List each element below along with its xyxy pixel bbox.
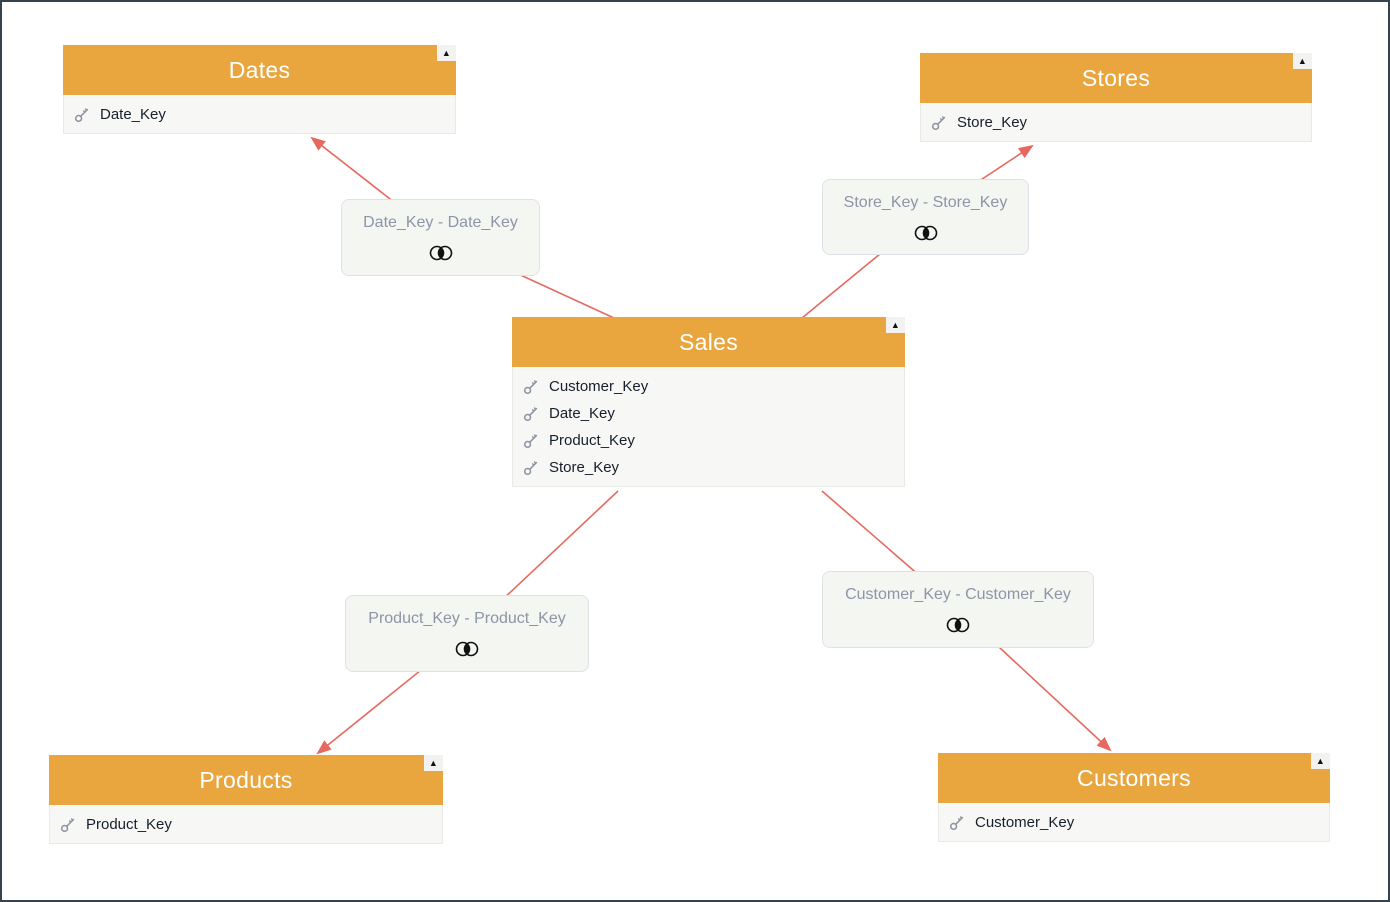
collapse-triangle-button[interactable]: ▲ [437,45,456,61]
field-name: Customer_Key [975,814,1075,831]
table-title: Products [199,766,293,793]
table-body: Store_Key [920,103,1312,142]
inner-join-venn-icon [823,615,1093,640]
table-header[interactable]: Sales ▲ [512,317,905,367]
field-name: Product_Key [549,432,635,449]
field-row[interactable]: Customer_Key [513,373,904,400]
relationship-label: Date_Key - Date_Key [363,214,518,231]
table-header[interactable]: Customers ▲ [938,753,1330,803]
key-icon [523,433,538,448]
key-icon [931,115,946,130]
relationship-card-customer-key[interactable]: Customer_Key - Customer_Key [822,571,1094,648]
inner-join-venn-icon [823,223,1028,248]
field-name: Store_Key [957,114,1028,131]
collapse-triangle-button[interactable]: ▲ [886,317,905,333]
key-icon [74,107,89,122]
field-name: Product_Key [86,816,172,833]
table-body: Customer_Key Date_Key Product_Key [512,367,905,487]
field-row[interactable]: Product_Key [50,811,442,838]
field-name: Store_Key [549,459,620,476]
relationship-card-store-key[interactable]: Store_Key - Store_Key [822,179,1029,255]
collapse-triangle-button[interactable]: ▲ [1293,53,1312,69]
field-name: Customer_Key [549,378,649,395]
relationship-label: Product_Key - Product_Key [368,610,566,627]
key-icon [523,379,538,394]
key-icon [523,460,538,475]
collapse-triangle-button[interactable]: ▲ [424,755,443,771]
table-body: Customer_Key [938,803,1330,842]
field-row[interactable]: Date_Key [513,400,904,427]
field-name: Date_Key [100,106,166,123]
table-card-dates[interactable]: Dates ▲ Date_Key [63,45,456,134]
key-icon [60,817,75,832]
inner-join-venn-icon [346,639,588,664]
relationship-label: Customer_Key - Customer_Key [845,586,1071,603]
field-row[interactable]: Product_Key [513,427,904,454]
table-card-stores[interactable]: Stores ▲ Store_Key [920,53,1312,142]
field-name: Date_Key [549,405,615,422]
relationship-label: Store_Key - Store_Key [843,194,1008,211]
key-icon [949,815,964,830]
relationship-card-product-key[interactable]: Product_Key - Product_Key [345,595,589,672]
table-header[interactable]: Stores ▲ [920,53,1312,103]
relationship-card-date-key[interactable]: Date_Key - Date_Key [341,199,540,276]
table-header[interactable]: Products ▲ [49,755,443,805]
table-card-products[interactable]: Products ▲ Product_Key [49,755,443,844]
field-row[interactable]: Store_Key [921,109,1311,136]
inner-join-venn-icon [342,243,539,268]
table-title: Dates [228,56,291,83]
field-row[interactable]: Date_Key [64,101,455,128]
table-body: Date_Key [63,95,456,134]
field-row[interactable]: Customer_Key [939,809,1329,836]
key-icon [523,406,538,421]
table-title: Sales [678,328,739,355]
field-row[interactable]: Store_Key [513,454,904,481]
table-body: Product_Key [49,805,443,844]
table-title: Stores [1081,64,1151,91]
table-card-sales[interactable]: Sales ▲ Customer_Key Date_Key [512,317,905,487]
collapse-triangle-button[interactable]: ▲ [1311,753,1330,769]
table-card-customers[interactable]: Customers ▲ Customer_Key [938,753,1330,842]
table-header[interactable]: Dates ▲ [63,45,456,95]
table-title: Customers [1077,764,1191,791]
